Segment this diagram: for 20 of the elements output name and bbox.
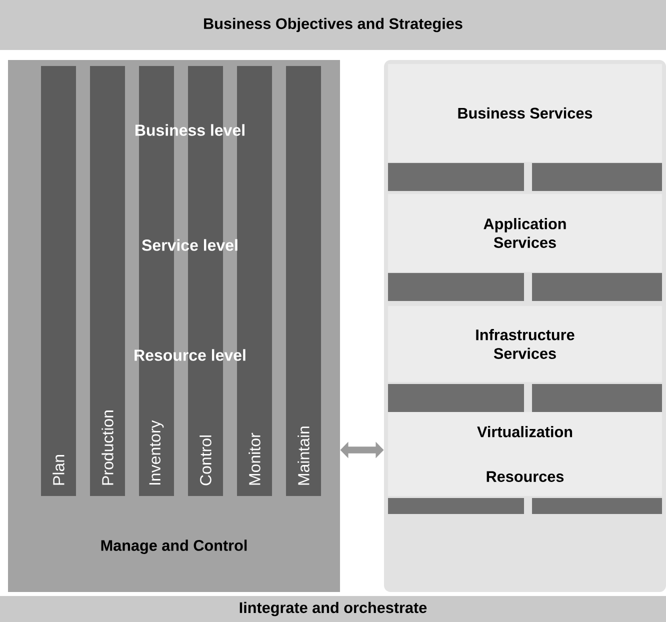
heading-band: Iintegrate and orchestrate: [0, 596, 666, 622]
divider-bar: [532, 498, 662, 514]
level-label: Resource level: [134, 349, 246, 361]
divider-bar: [388, 163, 524, 191]
layer-band: Infrastructure Services: [388, 306, 662, 382]
column-bar: Plan: [41, 66, 76, 496]
divider-bar: [532, 273, 662, 301]
level-label: Business level: [135, 124, 244, 136]
layer-band: Business Services: [388, 64, 662, 162]
column-bar: Maintain: [286, 66, 321, 496]
layer-band: Application Services: [388, 194, 662, 272]
level-label: Service level: [142, 239, 238, 251]
column-bar: Production: [90, 66, 125, 496]
heading-band: Business Objectives and Strategies: [0, 0, 666, 50]
layer-band: Virtualization Resources: [388, 412, 662, 496]
divider-bar: [388, 498, 524, 514]
divider-bar: [388, 273, 524, 301]
divider-bar: [388, 384, 524, 412]
divider-bar: [532, 163, 662, 191]
divider-bar: [532, 384, 662, 412]
